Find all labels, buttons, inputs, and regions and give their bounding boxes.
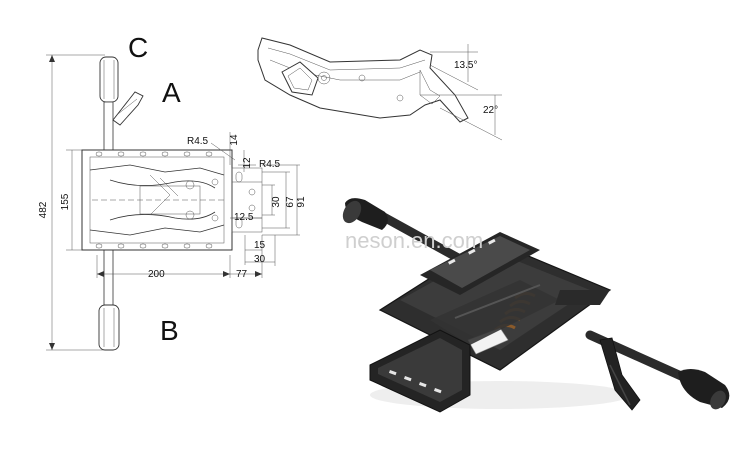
label-b: B <box>160 315 179 346</box>
mechanism-photo <box>342 198 730 413</box>
dim-15: 15 <box>254 240 266 251</box>
dim-r45-mid: R4.5 <box>259 159 281 170</box>
dim-91: 91 <box>296 196 307 208</box>
dim-77: 77 <box>236 269 248 280</box>
dim-overall-height: 482 <box>38 201 49 218</box>
label-a: A <box>162 77 181 108</box>
angle-tilt: 13.5° <box>454 60 477 71</box>
label-c: C <box>128 32 148 63</box>
watermark: neson.en.com <box>345 228 483 253</box>
dim-12: 12 <box>242 157 253 169</box>
dim-30: 30 <box>271 196 282 208</box>
dim-12-5: 12.5 <box>234 212 254 223</box>
dim-14: 14 <box>229 134 240 146</box>
dim-plate-height: 155 <box>60 193 71 210</box>
dim-67: 67 <box>285 196 296 208</box>
dim-30-bottom: 30 <box>254 254 266 265</box>
top-view-drawing <box>46 54 300 351</box>
side-view-drawing <box>257 37 503 141</box>
dim-200: 200 <box>148 269 165 280</box>
angle-handle: 22° <box>483 105 498 116</box>
dim-r45-top: R4.5 <box>187 136 209 147</box>
